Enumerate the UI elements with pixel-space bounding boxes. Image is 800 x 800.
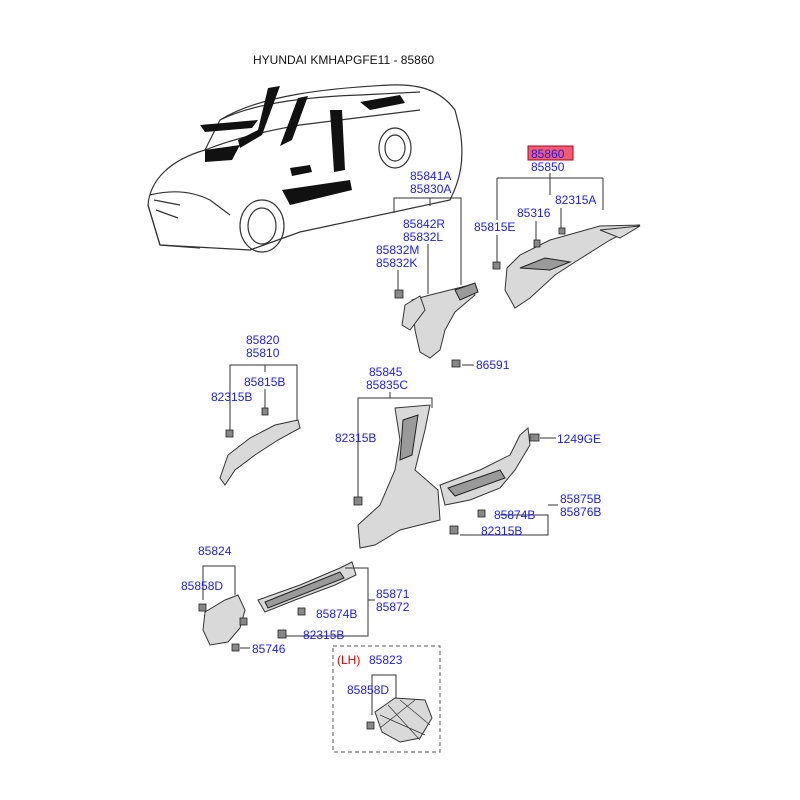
car-illustration [147,84,463,253]
a-pillar-trim[interactable] [219,419,301,486]
lh-kick-panel[interactable] [374,697,433,743]
lh-variant-box [332,645,441,753]
label-85823[interactable]: 85823 [369,653,403,667]
label-85858D-a[interactable]: 85858D [181,579,223,593]
label-85841A[interactable]: 85841A [410,169,451,183]
label-85876B[interactable]: 85876B [560,505,601,519]
label-82315B-a[interactable]: 82315B [211,390,252,404]
part-85824-group: 85824 85858D 85746 [181,544,286,656]
part-85860-group: 85860 85850 82315A 85316 85815E [474,145,641,309]
label-85858D-b[interactable]: 85858D [347,683,389,697]
label-85810[interactable]: 85810 [246,346,280,360]
label-lh: (LH) [337,653,360,667]
label-85316[interactable]: 85316 [517,206,551,220]
part-85810-group: 85820 85810 85815B 82315B [211,333,301,486]
label-85815E[interactable]: 85815E [474,220,515,234]
label-85872[interactable]: 85872 [376,600,410,614]
highlight-85860 [527,145,574,161]
b-pillar-lower-trim[interactable] [357,404,441,549]
label-85874B-b[interactable]: 85874B [316,607,357,621]
label-82315B-c[interactable]: 82315B [481,524,522,538]
label-85832K[interactable]: 85832K [376,256,417,270]
diagram-title: HYUNDAI KMHAPGFE11 - 85860 [253,53,434,67]
label-86591[interactable]: 86591 [476,358,510,372]
label-85875B[interactable]: 85875B [560,492,601,506]
label-85845[interactable]: 85845 [369,365,403,379]
label-82315B-d[interactable]: 82315B [303,628,344,642]
label-85835C[interactable]: 85835C [366,378,408,392]
label-82315A[interactable]: 82315A [555,193,596,207]
label-1249GE[interactable]: 1249GE [557,432,601,446]
part-85875B-group: 1249GE 85875B 85876B 85874B 82315B [439,426,601,538]
label-85832L[interactable]: 85832L [403,230,443,244]
label-85874B-a[interactable]: 85874B [494,508,535,522]
label-85815B[interactable]: 85815B [244,375,285,389]
lh-variant-group: (LH) 85823 85858D [332,645,441,753]
part-85871-group: 85871 85872 85874B 82315B [257,561,410,642]
label-85820[interactable]: 85820 [246,333,280,347]
label-85746[interactable]: 85746 [252,642,286,656]
front-kick-panel[interactable] [202,594,246,646]
label-85842R[interactable]: 85842R [403,217,445,231]
label-85832M[interactable]: 85832M [376,243,419,257]
label-85850[interactable]: 85850 [531,160,565,174]
label-85871[interactable]: 85871 [376,587,410,601]
part-85835C-group: 85845 85835C 82315B [335,365,441,549]
label-82315B-b[interactable]: 82315B [335,431,376,445]
part-85830A-group: 85841A 85830A 85842R 85832L 85832M 85832… [376,169,510,372]
b-pillar-upper-trim[interactable] [411,284,476,359]
label-85860[interactable]: 85860 [531,147,565,161]
label-85824[interactable]: 85824 [198,544,232,558]
label-85830A[interactable]: 85830A [410,182,451,196]
